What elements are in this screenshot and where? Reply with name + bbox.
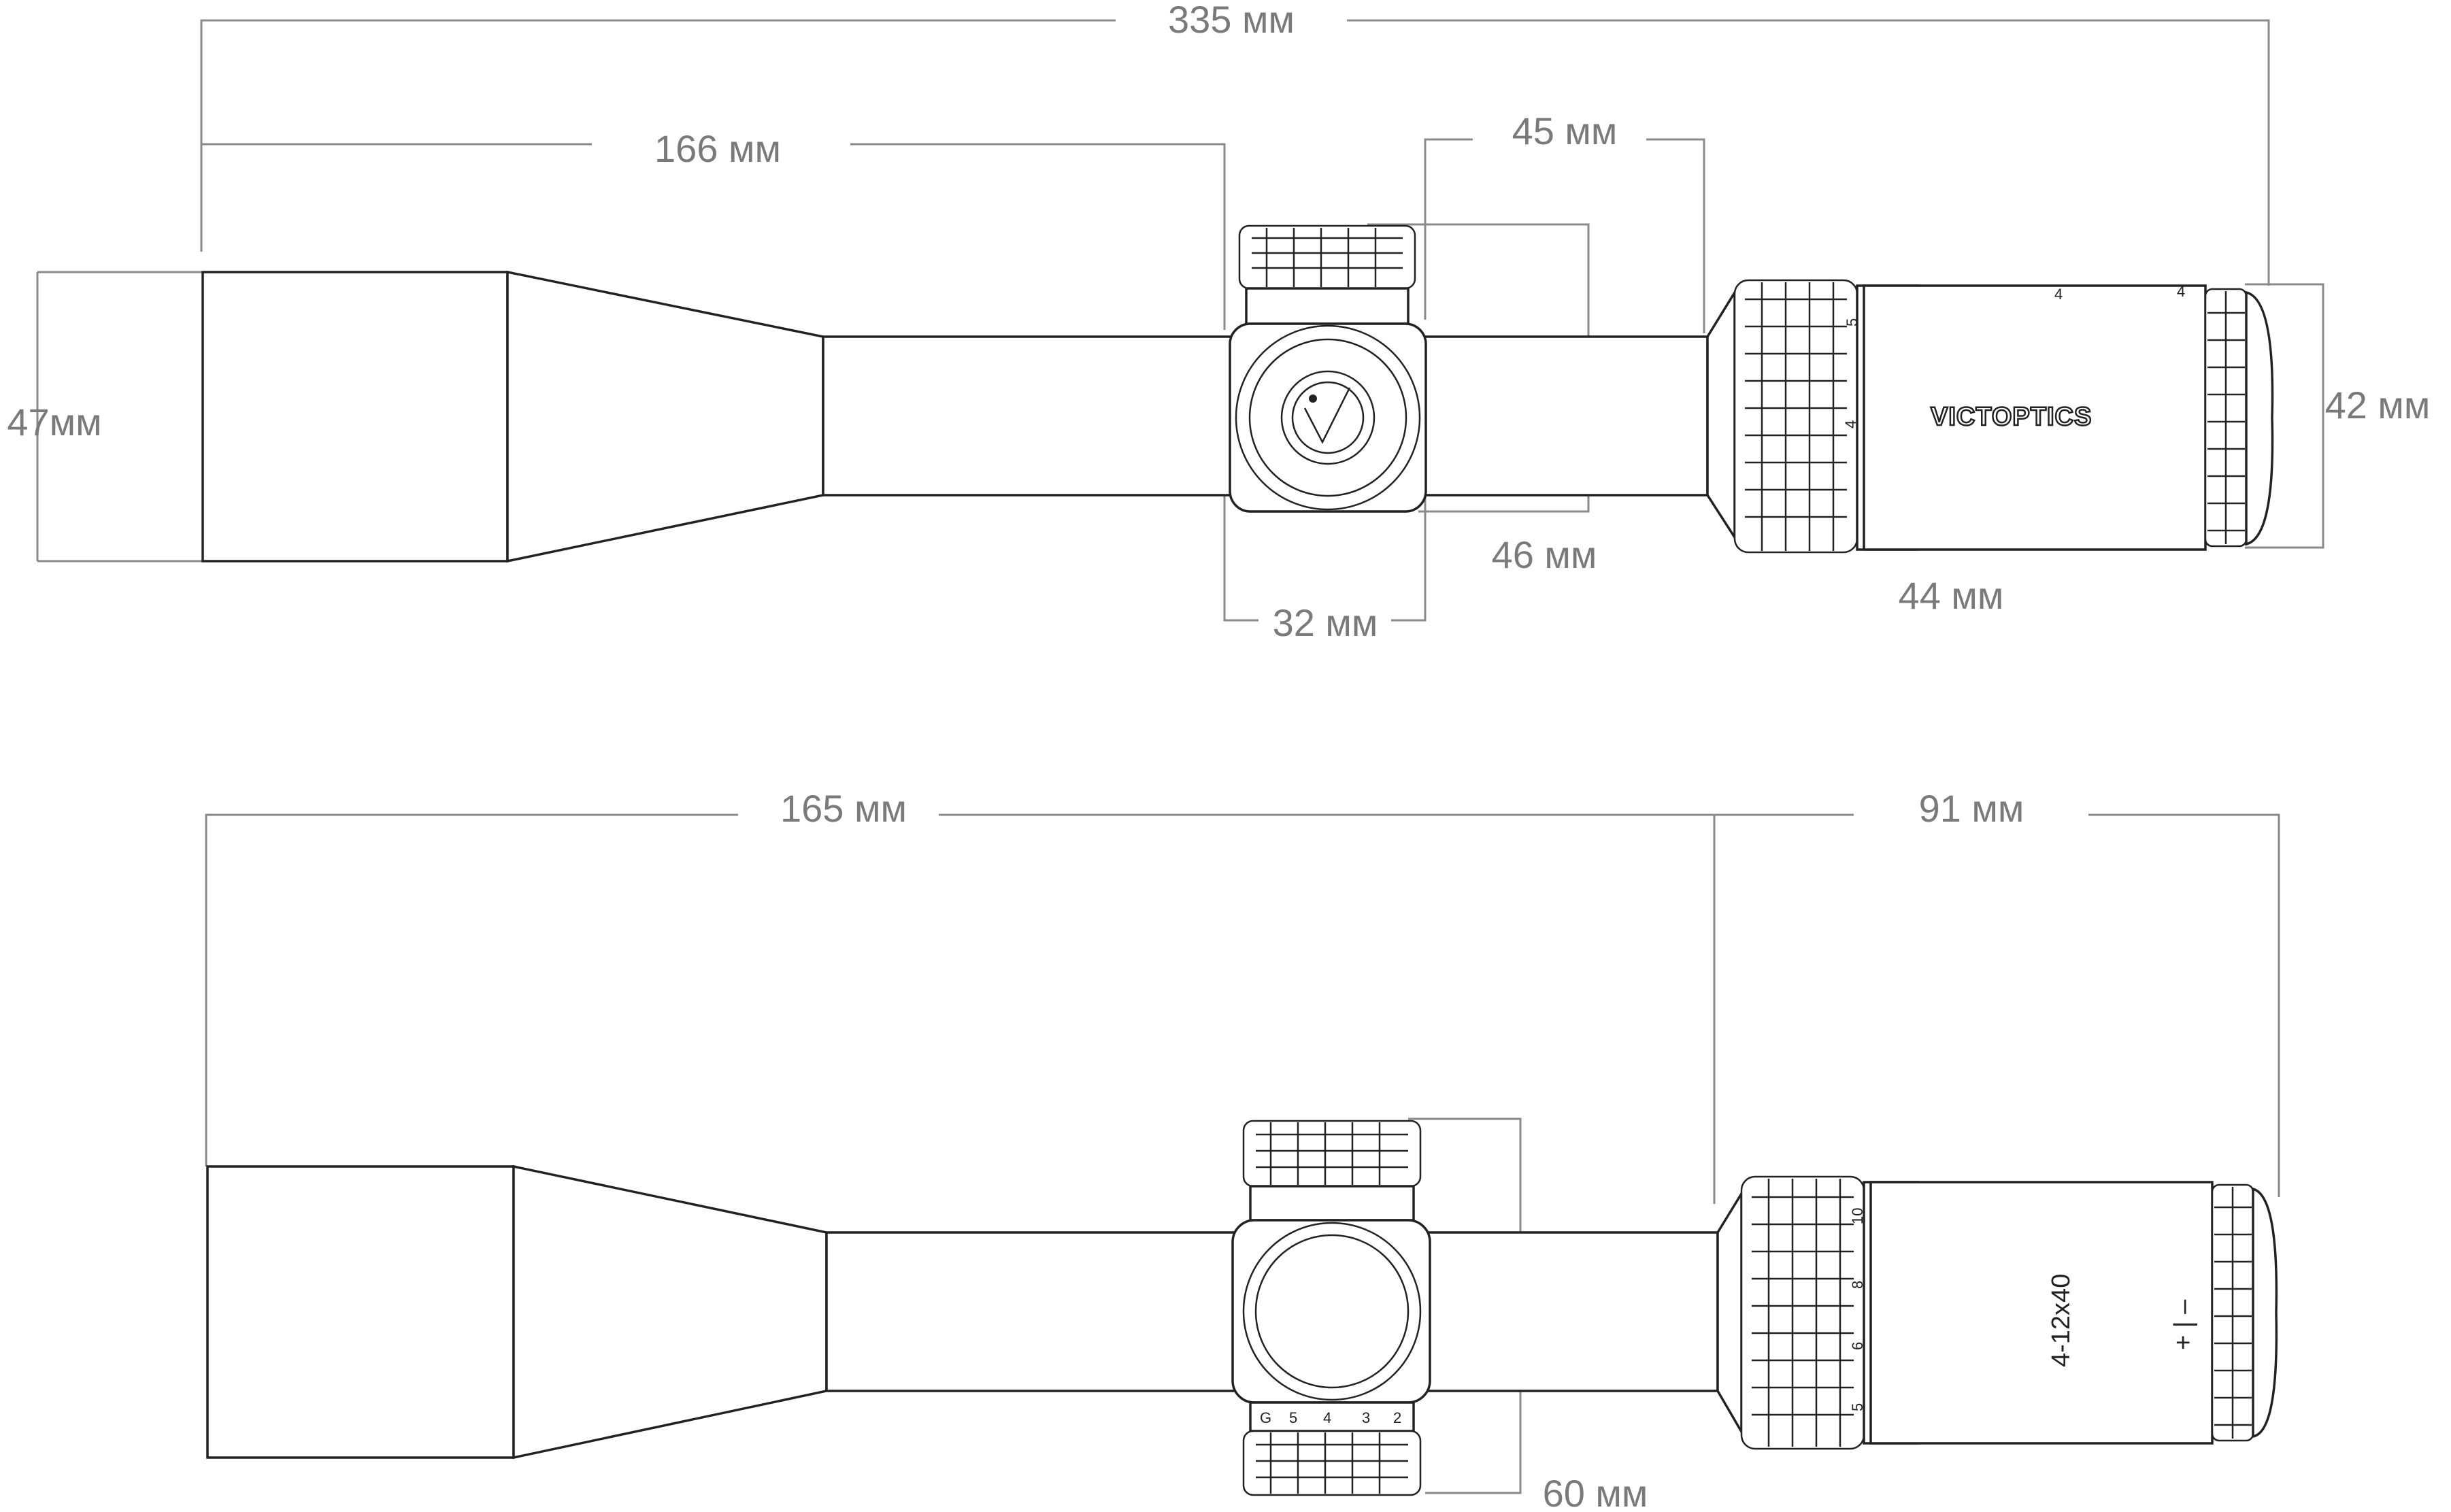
top-scope-body: 5 4 VICTOPTICS 4 4 (201, 224, 2274, 563)
bottom-eyepiece-body (1869, 1181, 2214, 1445)
turret-number: 4 (1323, 1409, 1331, 1426)
top-eyepiece-mark: 4 (2177, 283, 2185, 300)
dim-turret-height: 46 мм (1492, 533, 1597, 576)
victoptics-logo-icon (1291, 381, 1365, 454)
diopter-marks: + | – (2169, 1299, 2198, 1350)
bottom-windage-turret-cap (1242, 1430, 1422, 1496)
top-ring-number: 5 (1844, 318, 1861, 326)
dim-objective-to-turret: 166 мм (654, 127, 781, 170)
top-magnification-ring (1733, 279, 1858, 554)
bottom-objective-bell (206, 1165, 515, 1459)
top-elevation-turret-cap (1238, 224, 1416, 290)
bottom-objective-taper (512, 1164, 828, 1460)
bottom-ring-number: 10 (1849, 1208, 1866, 1224)
bottom-ring-number: 5 (1849, 1403, 1866, 1411)
turret-number: 2 (1393, 1409, 1401, 1426)
top-eyepiece-cap (2245, 290, 2274, 546)
bottom-scope-body: G 5 4 3 2 10 8 6 5 4-12x40 + | – (206, 1120, 2278, 1496)
top-eyepiece-body (1863, 284, 2207, 551)
bottom-side-knob (1242, 1222, 1422, 1401)
dim-overall-length: 335 мм (1168, 0, 1295, 41)
bottom-ocular-taper (1716, 1189, 1743, 1437)
bottom-eyepiece-cap (2252, 1187, 2278, 1439)
dim-eyepiece-diameter: 42 мм (2325, 384, 2431, 426)
bottom-view: G 5 4 3 2 10 8 6 5 4-12x40 + | – (205, 787, 2280, 1512)
dim-turret-to-ocular: 45 мм (1512, 110, 1618, 152)
dim-front-length: 165 мм (780, 787, 907, 830)
top-ring-number: 4 (1842, 420, 1859, 429)
brand-label: VICTOPTICS (1931, 403, 2092, 431)
bottom-ring-number: 6 (1849, 1342, 1866, 1350)
dim-tube-diameter: 32 мм (1273, 601, 1378, 644)
dim-turret-width: 60 мм (1543, 1472, 1648, 1512)
turret-number: G (1260, 1409, 1271, 1426)
top-ocular-taper (1706, 288, 1736, 541)
dim-objective-diameter: 47мм (7, 401, 101, 443)
dim-ocular-length: 44 мм (1899, 574, 2004, 617)
turret-number: 3 (1362, 1409, 1370, 1426)
top-objective-taper (506, 270, 824, 563)
model-label: 4-12x40 (2047, 1274, 2075, 1367)
top-side-knob (1235, 324, 1421, 511)
top-view: 5 4 VICTOPTICS 4 4 335 мм 166 мм 45 мм 4… (7, 0, 2430, 644)
turret-number: 5 (1289, 1409, 1297, 1426)
bottom-ring-number: 8 (1849, 1281, 1866, 1289)
top-turret-collar (1245, 287, 1410, 325)
bottom-turret-collar-top (1249, 1185, 1415, 1222)
top-eyepiece-mark: 4 (2054, 286, 2063, 303)
top-objective-bell (201, 271, 509, 562)
dim-rear-length: 91 мм (1919, 787, 2024, 830)
bottom-turret-collar-bottom (1249, 1401, 1415, 1432)
bottom-magnification-ring (1740, 1175, 1865, 1450)
